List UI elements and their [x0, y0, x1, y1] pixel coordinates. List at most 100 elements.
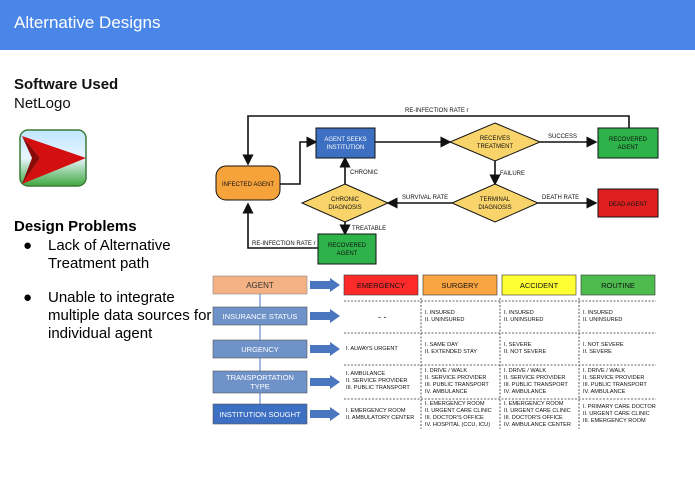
bullet: ●	[23, 237, 33, 254]
cell-text: II. EXTENDED STAY	[425, 349, 477, 355]
recovered-bottom-label: AGENT	[337, 251, 358, 257]
cell-text: IV. AMBULANCE	[583, 389, 626, 395]
row-transport-label: TRANSPORTATION	[226, 373, 294, 382]
cell-text: III. DOCTOR'S OFFICE	[425, 415, 484, 421]
problem-text: Lack of Alternative Treatment path	[48, 237, 171, 272]
recovered-top-label: AGENT	[618, 145, 639, 151]
netlogo-logo-icon	[19, 129, 87, 187]
slide-header: Alternative Designs	[0, 0, 695, 50]
cell-text: I. INSURED	[504, 310, 534, 316]
row-arrow-icon	[310, 407, 340, 421]
agent-seeks-label: INSTITUTION	[327, 145, 365, 151]
row-transport-label: TYPE	[250, 382, 270, 391]
chronic-text: CHRONIC	[350, 170, 379, 176]
cell-text: II. SEVERE	[583, 349, 612, 355]
col-emergency-label: EMERGENCY	[357, 281, 405, 290]
row-arrow-icon	[310, 375, 340, 389]
cell-text: I. ALWAYS URGENT	[346, 346, 398, 352]
receives-treatment-label: TREATMENT	[477, 144, 514, 150]
cell-text: II. UNINSURED	[583, 317, 622, 323]
col-surgery-box	[422, 274, 498, 296]
cell-text: I. AMBULANCE	[346, 371, 385, 377]
infected-agent-label: INFECTED AGENT	[222, 182, 274, 188]
col-emergency-box	[343, 274, 419, 296]
slide-title: Alternative Designs	[14, 13, 161, 32]
cell-text: IV. AMBULANCE CENTER	[504, 422, 571, 428]
cell-text: I. INSURED	[583, 310, 613, 316]
cell-text: III. PUBLIC TRANSPORT	[504, 382, 568, 388]
row-agent-label: AGENT	[246, 281, 274, 290]
cell-text: IV. AMBULANCE	[504, 389, 547, 395]
cell-text: II. SERVICE PROVIDER	[504, 375, 565, 381]
survival-text: SURVIVAL RATE	[402, 195, 448, 201]
cell-text: I. INSURED	[425, 310, 455, 316]
terminal-diagnosis-label: DIAGNOSIS	[478, 205, 511, 211]
cell-text: II. URGENT CARE CLINIC	[504, 408, 571, 414]
cell-text: I. DRIVE / WALK	[425, 368, 467, 374]
chronic-diagnosis-node	[300, 183, 390, 223]
cell-text: IV. HOSPITAL (CCU, ICU)	[425, 422, 490, 428]
cell-text: I. SAME DAY	[425, 342, 458, 348]
design-problems: Design Problems ● Lack of Alternative Tre…	[14, 218, 218, 359]
treatable-text: TREATABLE	[352, 226, 386, 232]
cell-text: II. SERVICE PROVIDER	[583, 375, 644, 381]
death-text: DEATH RATE	[542, 195, 579, 201]
cell-text: I. NOT SEVERE	[583, 342, 624, 348]
cell-text: II. SERVICE PROVIDER	[346, 378, 407, 384]
bullet: ●	[23, 289, 33, 306]
infected-to-seeks-arrow	[280, 136, 318, 185]
cell-text: II. URGENT CARE CLINIC	[425, 408, 492, 414]
cell-text: IV. AMBULANCE	[425, 389, 468, 395]
reinfection-bottom-arrow	[242, 202, 318, 249]
col-surgery-label: SURGERY	[442, 281, 479, 290]
cell-text: I. PRIMARY CARE DOCTOR	[583, 404, 656, 410]
cell-text: - -	[378, 312, 387, 322]
chronic-diagnosis-label: DIAGNOSIS	[328, 205, 361, 211]
reinfection-bottom-text: RE-INFECTION RATE r	[252, 241, 316, 247]
recovered-top-label: RECOVERED	[609, 137, 648, 143]
cell-text: III. EMERGENCY ROOM	[583, 418, 646, 424]
dead-agent-node	[597, 188, 659, 218]
cell-text: I. EMERGENCY ROOM	[425, 401, 485, 407]
software-name: NetLogo	[14, 95, 71, 112]
list-item: ● Unable to integrate multiple data sourc…	[14, 289, 218, 343]
failure-text: FAILURE	[500, 171, 525, 177]
row-insurance-label: INSURANCE STATUS	[223, 312, 298, 321]
problem-text: Unable to integrate multiple data source…	[48, 289, 212, 342]
agent-seeks-label: AGENT SEEKS	[324, 137, 366, 143]
row-urgency-label: URGENCY	[241, 345, 279, 354]
cell-texts: - - I. INSURED II. UNINSURED I. INSURED …	[346, 310, 656, 428]
row-institution-label: INSTITUTION SOUGHT	[219, 410, 301, 419]
row-arrow-icon	[310, 278, 340, 292]
col-accident-box	[501, 274, 577, 296]
cell-text: III. PUBLIC TRANSPORT	[583, 382, 647, 388]
list-item: ● Lack of Alternative Treatment path	[14, 237, 218, 273]
terminal-diagnosis-node	[450, 183, 540, 223]
problems-heading: Design Problems	[14, 218, 137, 235]
cell-text: I. DRIVE / WALK	[583, 368, 625, 374]
cell-text: I. EMERGENCY ROOM	[346, 408, 406, 414]
dead-agent-label: DEAD AGENT	[609, 202, 648, 208]
cell-text: I. DRIVE / WALK	[504, 368, 546, 374]
cell-text: II. UNINSURED	[425, 317, 464, 323]
software-heading: Software Used	[14, 76, 119, 93]
agent-attribute-diagram: AGENT INSURANCE STATUS URGENCY TRANSPORT…	[212, 274, 656, 429]
cell-text: I. SEVERE	[504, 342, 532, 348]
cell-text: II. AMBULATORY CENTER	[346, 415, 414, 421]
cell-text: I. EMERGENCY ROOM	[504, 401, 564, 407]
problems-list: ● Lack of Alternative Treatment path ● Una…	[14, 237, 218, 343]
col-routine-box	[580, 274, 656, 296]
cell-text: II. UNINSURED	[504, 317, 543, 323]
chronic-diagnosis-label: CHRONIC	[331, 197, 360, 203]
col-routine-label: ROUTINE	[601, 281, 635, 290]
cell-text: II. NOT SEVERE	[504, 349, 546, 355]
col-accident-label: ACCIDENT	[520, 281, 559, 290]
recovered-agent-bottom-node	[317, 233, 377, 265]
agent-seeks-node	[315, 127, 376, 159]
recovered-bottom-label: RECOVERED	[328, 243, 367, 249]
cell-text: III. PUBLIC TRANSPORT	[346, 385, 410, 391]
reinfection-top-text: RE-INFECTION RATE r	[405, 108, 469, 114]
cell-text: III. PUBLIC TRANSPORT	[425, 382, 489, 388]
receives-treatment-label: RECEIVES	[480, 136, 510, 142]
infected-agent-node	[215, 165, 281, 201]
